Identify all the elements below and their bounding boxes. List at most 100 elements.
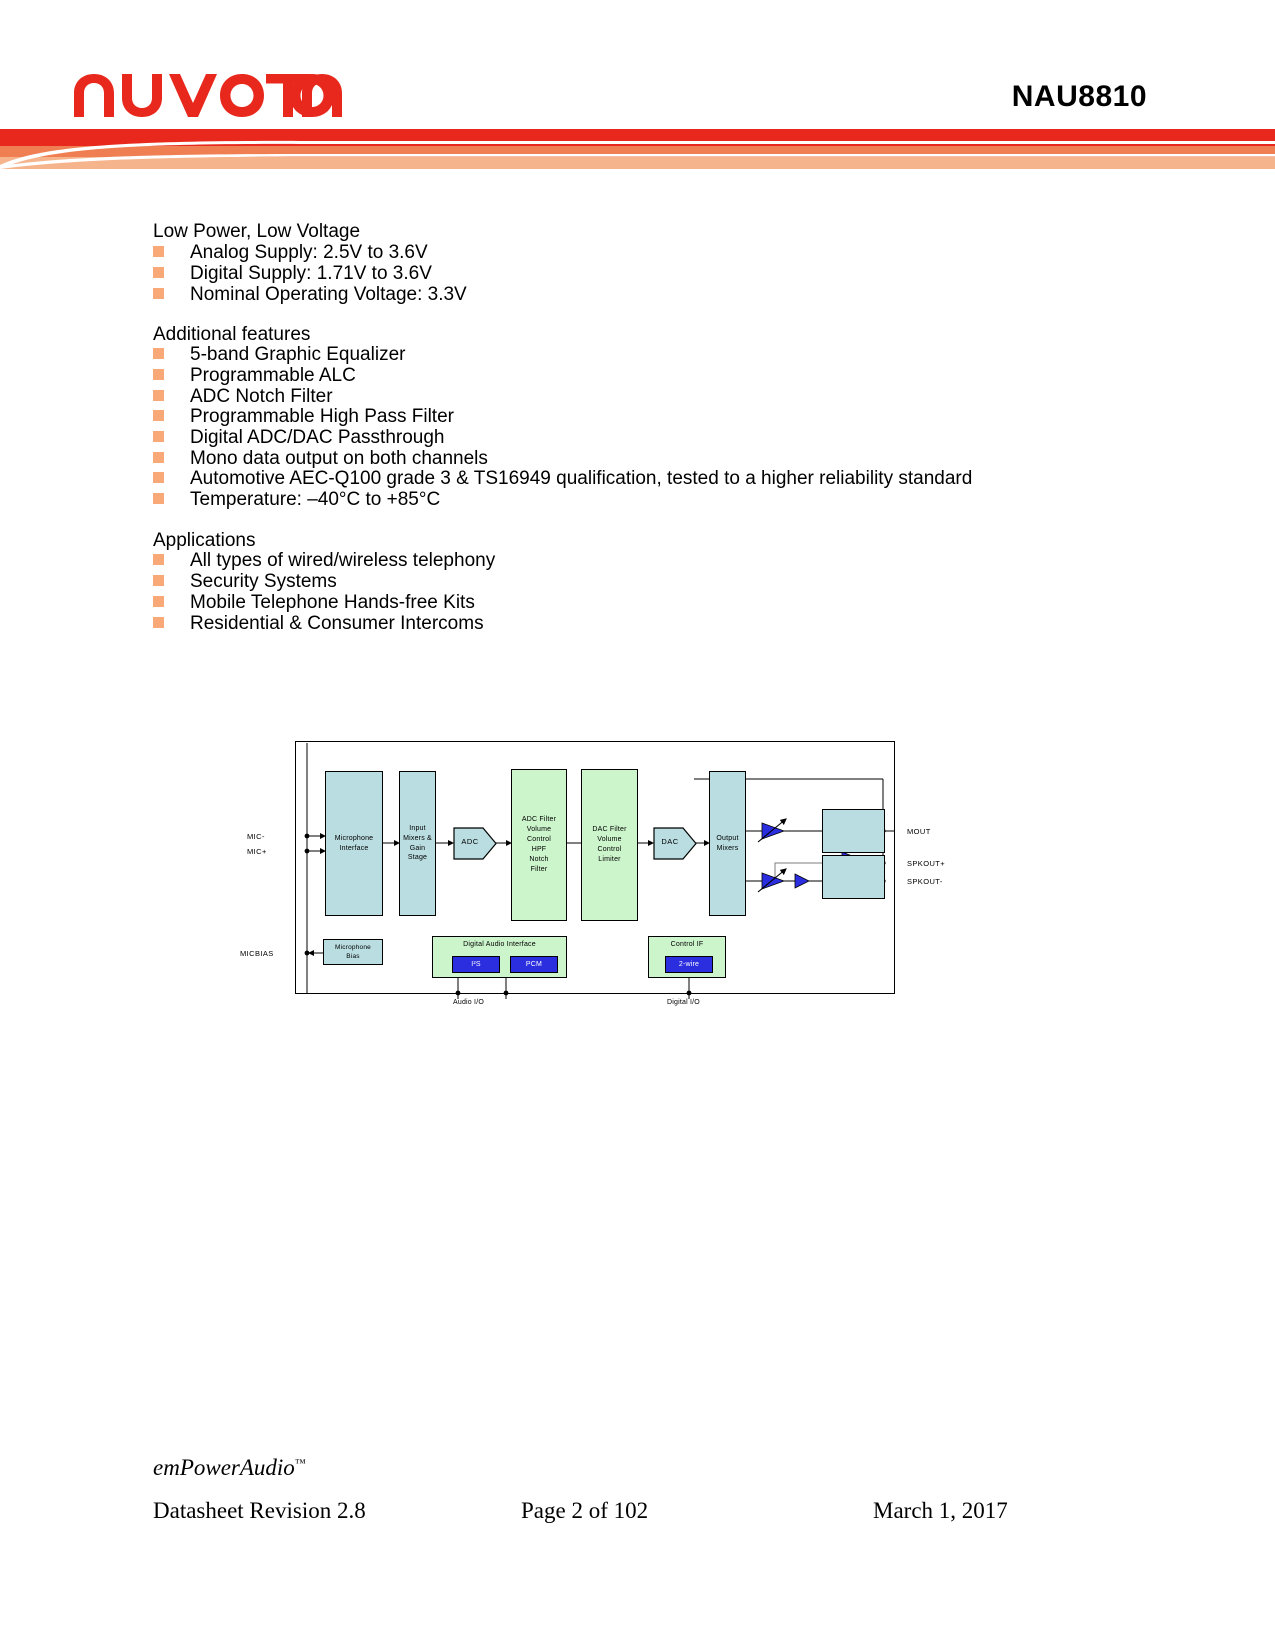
block-microphone-interface: Microphone Interface [325,771,383,916]
list-item: Digital ADC/DAC Passthrough [153,427,445,449]
block-dac: DAC [653,827,697,860]
trademark-icon: ™ [294,1457,306,1470]
pin-label-micbias: MICBIAS [240,949,274,958]
bullet-square-icon [153,246,164,257]
list-item-label: Mono data output on both channels [190,448,488,469]
footer-page-number: Page 2 of 102 [521,1498,649,1523]
block-label: Microphone Interface [334,834,374,852]
list-item: Mobile Telephone Hands-free Kits [153,592,475,614]
nuvoton-logo [72,72,344,118]
list-item-label: Programmable High Pass Filter [190,406,454,427]
list-item-label: Automotive AEC-Q100 grade 3 & TS16949 qu… [190,468,973,489]
list-item: Residential & Consumer Intercoms [153,613,484,635]
block-microphone-bias: Microphone Bias [323,939,383,965]
section-heading-low-power: Low Power, Low Voltage [153,221,361,242]
interface-title: Control IF [670,941,704,948]
list-item-label: All types of wired/wireless telephony [190,550,496,571]
amplifier-box-speaker [822,855,885,899]
pin-label-spkout-minus: SPKOUT- [907,877,943,886]
list-item-label: Security Systems [190,571,337,592]
bullet-square-icon [153,617,164,628]
list-item: Digital Supply: 1.71V to 3.6V [153,263,432,285]
banner-swoosh [0,140,1275,169]
list-item-label: Analog Supply: 2.5V to 3.6V [190,242,428,263]
mode-label: 2-wire [678,960,700,968]
list-item-label: Digital ADC/DAC Passthrough [190,427,445,448]
section-heading-additional-features: Additional features [153,324,311,345]
list-item: ADC Notch Filter [153,386,333,408]
mode-i2s[interactable]: I²S [452,956,500,973]
block-label: Microphone Bias [335,943,371,960]
variable-gain-amp-spk [757,868,787,893]
block-label: ADC [461,837,479,846]
pin-label-spkout-plus: SPKOUT+ [907,859,946,868]
list-item: Mono data output on both channels [153,448,488,470]
block-control-interface: Control IF 2-wire [648,936,726,978]
list-item: Programmable High Pass Filter [153,406,454,428]
banner-band-light [0,157,1275,169]
block-label: Output Mixers [716,834,739,852]
bullet-square-icon [153,431,164,442]
mode-label: PCM [525,960,543,968]
interface-title: Digital Audio Interface [463,941,536,948]
bullet-square-icon [153,493,164,504]
block-label: ADC Filter Volume Control HPF Notch Filt… [521,816,557,873]
block-label: Input Mixers & Gain Stage [403,824,432,862]
block-label: DAC Filter Volume Control Limiter [592,826,627,863]
brand-banner [0,129,1275,169]
bullet-square-icon [153,390,164,401]
bullet-square-icon [153,410,164,421]
list-item-label: Mobile Telephone Hands-free Kits [190,592,475,613]
list-item: Nominal Operating Voltage: 3.3V [153,284,467,306]
block-adc-filter: ADC Filter Volume Control HPF Notch Filt… [511,769,567,921]
bullet-square-icon [153,267,164,278]
inverting-amp-spk [794,873,810,889]
banner-band-mid [0,146,1275,157]
block-digital-audio-interface: Digital Audio Interface I²S PCM [432,936,567,978]
list-item-label: Temperature: –40°C to +85°C [190,489,441,510]
page-title: NAU8810 [1011,80,1147,113]
bus-label-audio-io: Audio I/O [453,999,484,1006]
mode-label: I²S [471,960,481,968]
list-item: All types of wired/wireless telephony [153,550,495,572]
list-item-label: 5-band Graphic Equalizer [190,344,406,365]
footer-revision: Datasheet Revision 2.8 [153,1498,366,1523]
mode-pcm[interactable]: PCM [510,956,558,973]
block-diagram: MIC- MIC+ MICBIAS MOUT SPKOUT+ SPKOUT- M… [240,741,945,1006]
page-header: NAU8810 [0,0,1275,175]
variable-gain-amp-mout [757,818,787,843]
list-item-label: Residential & Consumer Intercoms [190,613,484,634]
mode-2-wire[interactable]: 2-wire [665,956,713,973]
block-dac-filter: DAC Filter Volume Control Limiter [581,769,638,921]
bullet-square-icon [153,452,164,463]
amplifier-box-mout [822,809,885,853]
list-item: Security Systems [153,571,337,593]
bullet-square-icon [153,288,164,299]
block-input-mixers-gain-stage: Input Mixers & Gain Stage [399,771,436,916]
bullet-square-icon [153,472,164,483]
block-adc: ADC [453,827,497,860]
pin-label-mic-plus: MIC+ [247,847,267,856]
list-item: Temperature: –40°C to +85°C [153,489,440,511]
list-item-label: Programmable ALC [190,365,356,386]
product-brand-label: emPowerAudio [153,1455,295,1480]
list-item: Analog Supply: 2.5V to 3.6V [153,242,428,264]
bullet-square-icon [153,554,164,565]
section-heading-applications: Applications [153,530,256,551]
list-item-label: Digital Supply: 1.71V to 3.6V [190,263,432,284]
list-item: 5-band Graphic Equalizer [153,344,405,366]
block-output-mixers: Output Mixers [709,771,746,916]
product-brand: emPowerAudio™ [153,1455,306,1481]
bullet-square-icon [153,348,164,359]
block-label: DAC [661,837,679,846]
list-item-label: ADC Notch Filter [190,386,333,407]
bullet-square-icon [153,575,164,586]
list-item: Automotive AEC-Q100 grade 3 & TS16949 qu… [153,468,972,490]
list-item: Programmable ALC [153,365,356,387]
footer-date: March 1, 2017 [873,1498,1008,1523]
bus-label-digital-io: Digital I/O [667,999,700,1006]
pin-label-mic-minus: MIC- [247,832,265,841]
list-item-label: Nominal Operating Voltage: 3.3V [190,284,467,305]
bullet-square-icon [153,596,164,607]
pin-label-mout: MOUT [907,827,931,836]
